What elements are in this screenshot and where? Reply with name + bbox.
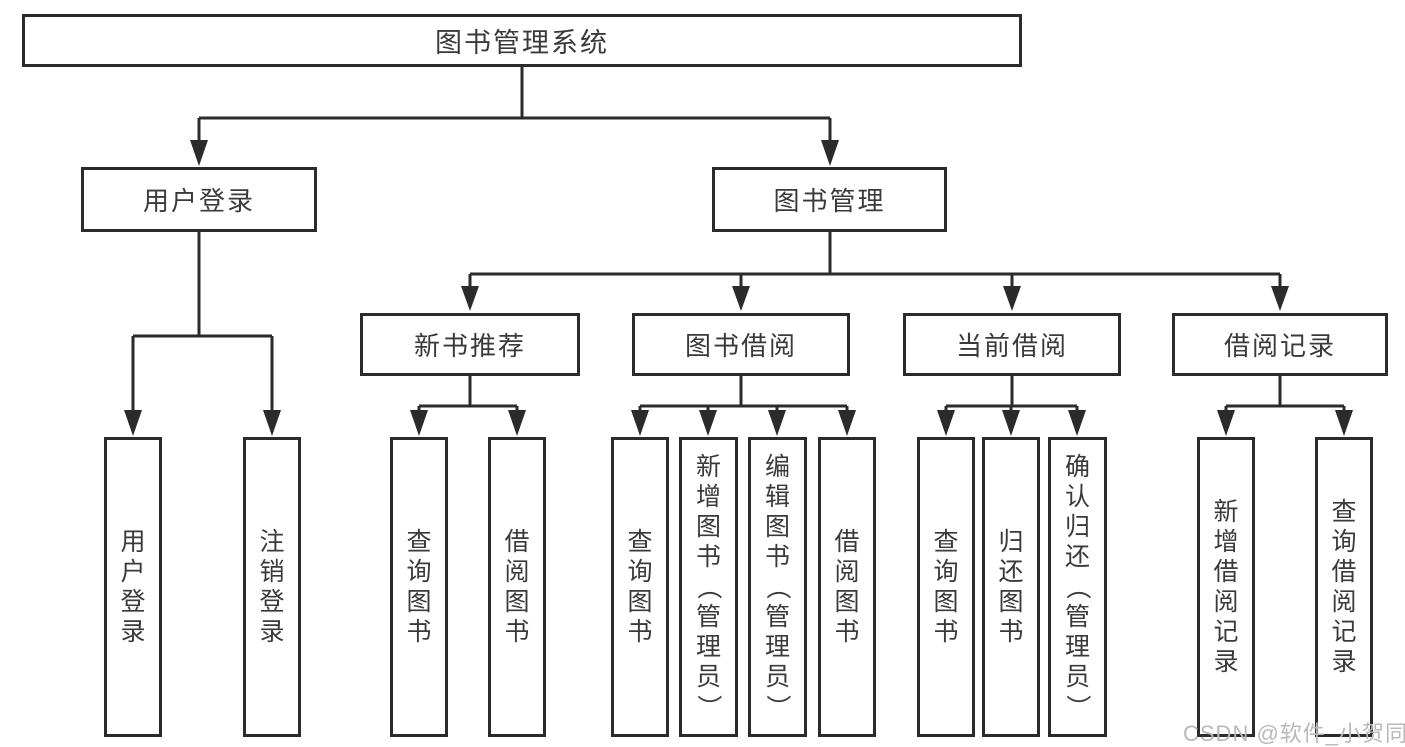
node-label: 查询图书	[627, 528, 653, 646]
arrowhead	[699, 410, 717, 436]
node-label: 新书推荐	[413, 331, 526, 361]
node-label: 图书管理	[773, 186, 886, 216]
leaf-user-login: 用户登录	[104, 437, 162, 737]
leaf-query-books: 查询图书	[917, 437, 975, 737]
leaf-query-books: 查询图书	[390, 437, 448, 737]
arrowhead	[190, 140, 208, 166]
node-new-book-recommendation: 新书推荐	[360, 313, 580, 376]
leaf-borrow-books: 借阅图书	[488, 437, 546, 737]
csdn-watermark: CSDN @软件_小贺同学	[1183, 721, 1405, 746]
arrowhead	[1002, 410, 1020, 436]
leaf-return-books: 归还图书	[982, 437, 1040, 737]
connector-book-borrowing-children	[631, 376, 856, 436]
arrowhead	[768, 410, 786, 436]
arrowhead	[410, 410, 428, 436]
leaf-confirm-return-admin: 确认归还（管理员）	[1048, 437, 1107, 737]
node-borrowing-records: 借阅记录	[1172, 313, 1388, 376]
arrowhead	[1068, 410, 1086, 436]
arrowhead	[1335, 410, 1353, 436]
node-label: 借阅图书	[504, 528, 530, 646]
leaf-edit-books-admin: 编辑图书（管理员）	[748, 437, 807, 737]
arrowhead	[1217, 410, 1235, 436]
arrowhead	[263, 410, 281, 436]
arrowhead	[508, 410, 526, 436]
arrowhead	[732, 286, 750, 311]
arrowhead	[124, 410, 142, 436]
node-library-management-system: 图书管理系统	[22, 14, 1022, 67]
arrowhead	[631, 410, 649, 436]
node-label: 归还图书	[998, 528, 1024, 646]
node-label: 确认归还（管理员）	[1063, 453, 1092, 720]
node-label: 查询图书	[406, 528, 432, 646]
node-label: 新增借阅记录	[1213, 498, 1239, 676]
connector-new-book-recommendation-children	[410, 376, 526, 436]
arrowhead	[1003, 286, 1021, 311]
leaf-query-books: 查询图书	[611, 437, 669, 737]
arrowhead	[838, 410, 856, 436]
leaf-logout: 注销登录	[243, 437, 301, 737]
connector-borrowing-records-children	[1217, 376, 1353, 436]
connector-current-borrowing-children	[937, 376, 1086, 436]
connector-user-login-children	[124, 232, 281, 436]
node-label: 借阅记录	[1223, 331, 1336, 361]
leaf-add-books-admin: 新增图书（管理员）	[679, 437, 738, 737]
node-label: 查询图书	[933, 528, 959, 646]
connector-book-management-children	[461, 232, 1289, 311]
arrowhead	[1271, 286, 1289, 311]
node-label: 注销登录	[259, 528, 285, 646]
node-book-management: 图书管理	[712, 167, 947, 232]
node-label: 用户登录	[142, 186, 255, 216]
node-book-borrowing: 图书借阅	[632, 313, 850, 376]
arrowhead	[821, 140, 839, 166]
node-label: 借阅图书	[834, 528, 860, 646]
arrowhead	[461, 286, 479, 311]
node-current-borrowing: 当前借阅	[903, 313, 1121, 376]
node-label: 图书借阅	[684, 331, 797, 361]
node-label: 当前借阅	[955, 331, 1068, 361]
node-label: 图书管理系统	[435, 28, 609, 58]
leaf-borrow-books: 借阅图书	[818, 437, 876, 737]
leaf-add-borrow-record: 新增借阅记录	[1197, 437, 1255, 737]
leaf-query-borrow-record: 查询借阅记录	[1315, 437, 1373, 737]
node-user-login: 用户登录	[81, 167, 317, 232]
node-label: 用户登录	[120, 528, 146, 646]
arrowhead	[937, 410, 955, 436]
node-label: 查询借阅记录	[1331, 498, 1357, 676]
connector-root-to-branches	[190, 67, 839, 166]
node-label: 新增图书（管理员）	[694, 453, 723, 720]
node-label: 编辑图书（管理员）	[763, 453, 792, 720]
